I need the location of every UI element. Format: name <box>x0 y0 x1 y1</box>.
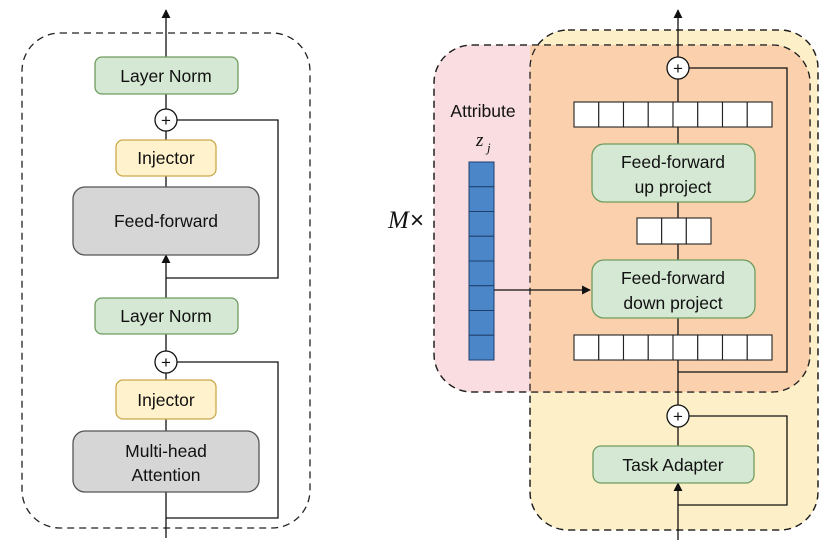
ff-up-project-line2: up project <box>635 177 712 197</box>
vector-cell <box>647 334 674 361</box>
bottleneck-vector <box>636 217 712 245</box>
vector-cell <box>573 334 600 361</box>
add-node-attention <box>154 350 178 374</box>
ff-up-project-line1: Feed-forward <box>621 152 725 172</box>
layer-norm-bottom-box <box>94 297 239 335</box>
adapter-block: M × Attribute z j <box>387 9 819 540</box>
transformer-layer: Multi-head Attention Injector + Layer No… <box>21 9 311 538</box>
vector-cell <box>573 101 600 128</box>
vector-cell <box>672 334 699 361</box>
attention-box <box>72 430 260 493</box>
vector-cell <box>636 217 663 245</box>
vector-cell <box>672 101 699 128</box>
repeat-count-label: M <box>387 207 410 234</box>
hidden-vector-top <box>573 101 773 128</box>
attribute-vector-cell <box>468 285 495 311</box>
repeat-times-symbol: × <box>410 207 424 234</box>
vector-cell <box>685 217 712 245</box>
feed-forward-label: Feed-forward <box>114 211 218 231</box>
task-adapter-label: Task Adapter <box>622 455 723 475</box>
attribute-adapter-skip-connection <box>678 67 788 373</box>
attribute-vector-cell <box>468 260 495 287</box>
injector-top-label: Injector <box>137 148 195 168</box>
attribute-label: Attribute <box>450 101 515 121</box>
attribute-vector <box>468 161 495 361</box>
attribute-vector-cell <box>468 161 495 188</box>
plus-icon: + <box>673 59 683 78</box>
ff-down-project-box <box>591 259 756 319</box>
attribute-vector-cell <box>468 186 495 212</box>
vector-cell <box>647 101 674 128</box>
residual-connection-attention <box>166 361 279 519</box>
plus-icon: + <box>161 111 171 130</box>
attribute-vector-cell <box>468 334 495 361</box>
injector-bottom-label: Injector <box>137 390 195 410</box>
vector-cell <box>622 101 649 128</box>
vector-cell <box>721 101 748 128</box>
attribute-vector-cell <box>468 211 495 237</box>
vector-cell <box>697 101 724 128</box>
feed-forward-box <box>72 186 260 256</box>
vector-cell <box>721 334 748 361</box>
ff-down-project-line2: down project <box>623 293 722 313</box>
attention-label-line1: Multi-head <box>125 441 207 461</box>
vector-cell <box>598 334 625 361</box>
task-adapter-box <box>592 445 755 484</box>
add-node-ffn <box>154 108 178 132</box>
vector-cell <box>598 101 625 128</box>
attribute-vector-cell <box>468 310 495 336</box>
add-node-task-adapter <box>666 404 690 428</box>
injector-top-box <box>115 139 217 177</box>
plus-icon: + <box>161 353 171 372</box>
ff-down-project-line1: Feed-forward <box>621 268 725 288</box>
layer-norm-top-box <box>94 56 239 95</box>
layer-norm-top-label: Layer Norm <box>120 66 211 86</box>
injector-bottom-box <box>115 379 217 420</box>
add-node-attribute-adapter <box>666 56 690 80</box>
ff-up-project-box <box>591 143 756 203</box>
attribute-variable: z <box>475 130 484 151</box>
task-adapter-skip-connection <box>678 415 788 506</box>
vector-cell <box>661 217 687 245</box>
plus-icon: + <box>673 407 683 426</box>
hidden-vector-bottom <box>573 334 773 361</box>
vector-cell <box>746 101 773 128</box>
attribute-subscript: j <box>485 140 491 155</box>
vector-cell <box>697 334 724 361</box>
residual-connection-ffn <box>166 119 279 279</box>
attribute-vector-cell <box>468 235 495 262</box>
layer-norm-bottom-label: Layer Norm <box>120 306 211 326</box>
vector-cell <box>622 334 649 361</box>
attention-label-line2: Attention <box>131 465 200 485</box>
vector-cell <box>746 334 773 361</box>
